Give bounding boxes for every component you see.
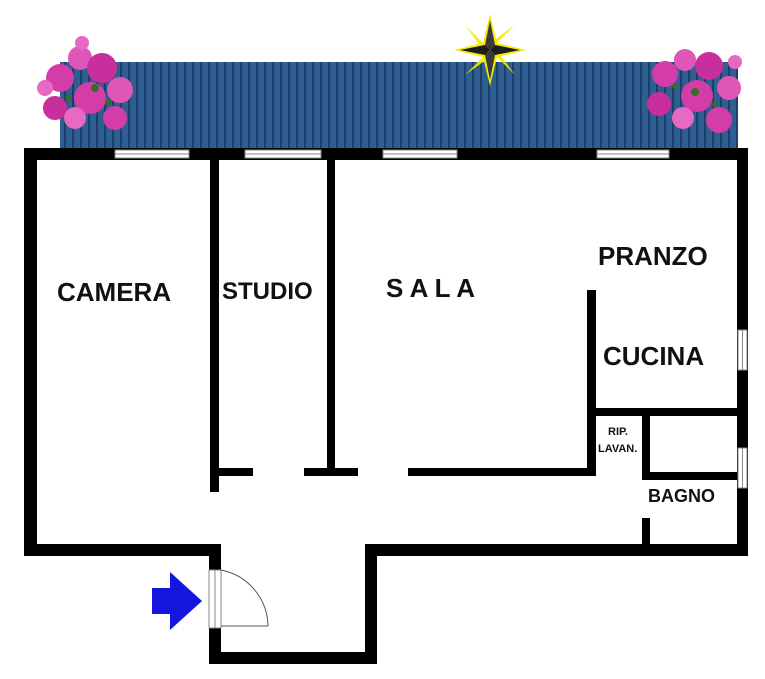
walls (24, 148, 748, 664)
room-label-rip-line2: LAVAN. (598, 443, 637, 455)
flower-icon (647, 49, 742, 133)
arrow-right-icon (152, 572, 202, 630)
compass-star-icon (454, 14, 526, 86)
room-label-sala: S A L A (386, 273, 475, 303)
room-label-pranzo: PRANZO (598, 241, 708, 271)
room-label-bagno: BAGNO (648, 486, 715, 506)
entrance-door[interactable] (208, 569, 269, 629)
room-label-studio: STUDIO (222, 278, 313, 305)
room-label-rip-line1: RIP. (608, 426, 628, 438)
window (737, 329, 748, 489)
room-label-camera: CAMERA (57, 277, 171, 307)
room-label-cucina: CUCINA (603, 341, 704, 371)
terrace (60, 62, 738, 150)
flower-icon (37, 36, 133, 130)
